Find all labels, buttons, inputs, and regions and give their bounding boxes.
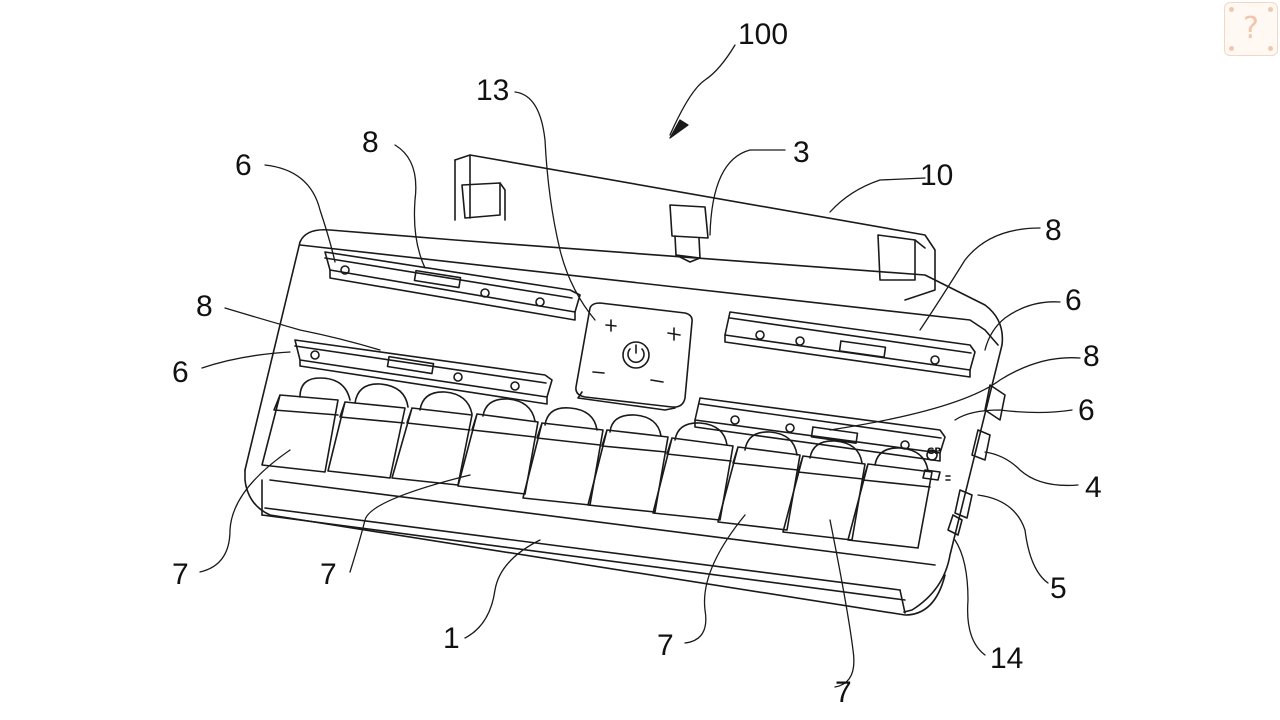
brand-emblem: GP — [927, 447, 941, 457]
control-panel — [575, 302, 693, 411]
ref-4: 4 — [1085, 471, 1102, 504]
rail-bottom-left — [294, 339, 553, 405]
ref-13: 13 — [476, 74, 509, 107]
side-ports — [922, 384, 1006, 536]
ref-5: 5 — [1050, 572, 1067, 605]
ref-6-right: 6 — [1078, 394, 1095, 427]
charging-slots — [261, 377, 933, 549]
ref-8-right: 8 — [1083, 340, 1100, 373]
ref-8-left: 8 — [196, 290, 213, 323]
ref-7-left: 7 — [172, 558, 189, 591]
ref-100: 100 — [738, 18, 788, 51]
ref-10: 10 — [920, 159, 953, 192]
ref-8-top-left: 8 — [362, 126, 379, 159]
reference-numerals: 100 13 3 10 8 6 8 6 8 6 8 6 4 5 14 1 7 7… — [172, 18, 1102, 709]
ref-7-mid-right: 7 — [657, 629, 674, 662]
leader-lines — [199, 44, 1081, 688]
help-question-icon: ? — [1243, 11, 1259, 46]
ref-7-right: 7 — [835, 676, 852, 709]
ref-7-mid-left: 7 — [320, 558, 337, 591]
ref-1: 1 — [443, 622, 460, 655]
ref-6-top-right: 6 — [1065, 284, 1082, 317]
rail-top-left — [324, 251, 581, 321]
ref-14: 14 — [990, 642, 1023, 675]
ref-6-left: 6 — [172, 356, 189, 389]
rear-stand — [454, 154, 936, 301]
rail-top-right — [724, 311, 976, 378]
ref-6-top-left: 6 — [235, 149, 252, 182]
help-button[interactable]: ? — [1224, 2, 1278, 56]
base-body — [244, 228, 1004, 616]
ref-8-top-right: 8 — [1045, 214, 1062, 247]
ref-3: 3 — [793, 136, 810, 169]
